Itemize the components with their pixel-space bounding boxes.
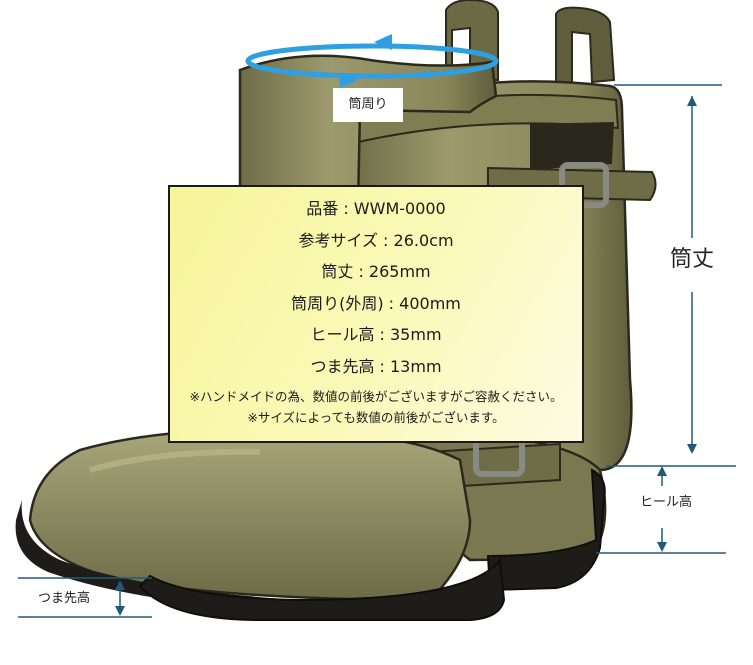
circumference-label: 筒周り bbox=[333, 88, 403, 122]
spec-product-code: 品番 : WWM-0000 bbox=[306, 199, 446, 218]
spec-toe-height: つま先高 : 13mm bbox=[310, 356, 442, 376]
spec-circumference: 筒周り(外周) : 400mm bbox=[291, 293, 461, 313]
toe-height-label: つま先高 bbox=[37, 591, 90, 606]
shaft-height-label: 筒丈 bbox=[669, 247, 714, 272]
dimension-arrow-icon bbox=[115, 580, 125, 590]
spec-reference-size: 参考サイズ : 26.0cm bbox=[298, 230, 454, 250]
dimension-arrow-icon bbox=[115, 606, 125, 616]
dimension-arrow-icon bbox=[687, 444, 697, 454]
dimension-arrow-icon bbox=[657, 466, 667, 476]
dimension-arrow-icon bbox=[687, 96, 697, 106]
spec-heel-height: ヒール高 : 35mm bbox=[310, 325, 442, 344]
spec-panel: 品番 : WWM-0000 参考サイズ : 26.0cm 筒丈 : 265mm … bbox=[168, 185, 584, 443]
spec-shaft-height: 筒丈 : 265mm bbox=[321, 262, 431, 281]
shaft-height-dimension bbox=[18, 84, 736, 618]
spec-note-handmade: ※ハンドメイドの為、数値の前後がございますがご容赦ください。 bbox=[189, 389, 563, 404]
dimension-arrow-icon bbox=[657, 542, 667, 552]
spec-note-size-variance: ※サイズによっても数値の前後がございます。 bbox=[247, 410, 505, 425]
circumference-arrow-icon bbox=[245, 34, 499, 88]
heel-height-label: ヒール高 bbox=[639, 495, 692, 510]
